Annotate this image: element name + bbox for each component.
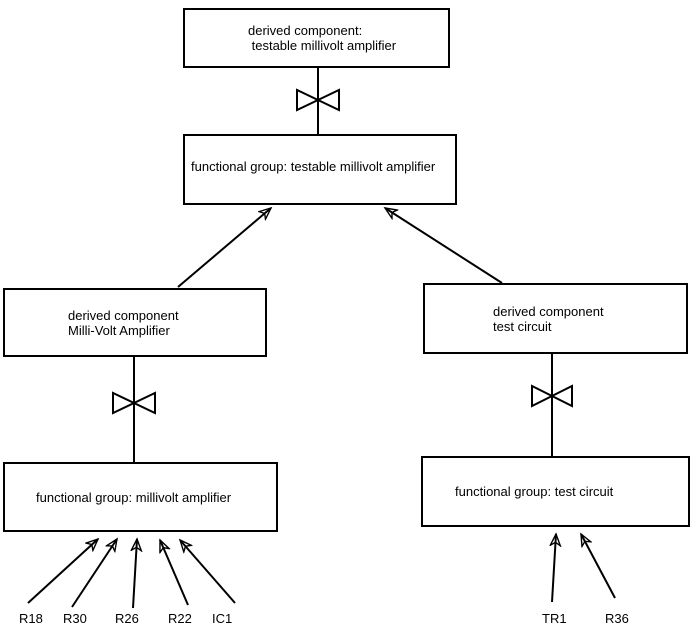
label-r26: R26 <box>115 611 139 626</box>
box-derived-testable-line1: derived component: <box>248 23 363 38</box>
box-derived-millivolt-line2: Milli-Volt Amplifier <box>68 322 170 338</box>
label-tr1: TR1 <box>542 611 567 626</box>
box-derived-test-line2: test circuit <box>493 318 552 334</box>
box-derived-millivolt-line1: derived component <box>68 307 179 323</box>
arrow-r18 <box>27 539 98 604</box>
box-functional-group-test: functional group: test circuit <box>421 456 690 527</box>
box-derived-testable-line2: testable millivolt amplifier <box>248 38 397 53</box>
arrow-r22 <box>159 540 189 606</box>
arrow-millivolt-to-testable <box>177 208 271 288</box>
label-ic1: IC1 <box>212 611 233 626</box>
label-r22: R22 <box>168 611 192 626</box>
bowtie-icon-top <box>296 88 340 112</box>
box-derived-millivolt-amplifier: derived component Milli-Volt Amplifier <box>3 288 267 357</box>
box-derived-test-circuit: derived component test circuit <box>423 283 688 354</box>
arrow-ic1 <box>180 540 236 604</box>
box-fg-test-line1: functional group: test circuit <box>455 484 614 499</box>
box-derived-testable-amplifier: derived component: testable millivolt am… <box>183 8 450 68</box>
box-functional-group-millivolt: functional group: millivolt amplifier <box>3 462 278 532</box>
box-functional-group-testable: functional group: testable millivolt amp… <box>183 134 457 205</box>
bowtie-icon-right <box>531 384 573 408</box>
arrow-r26 <box>133 539 137 609</box>
label-r36: R36 <box>605 611 629 626</box>
arrow-tr1 <box>552 534 556 603</box>
arrow-r36 <box>580 534 616 599</box>
bowtie-icon-left <box>112 391 156 415</box>
box-fg-testable-line1: functional group: testable millivolt amp… <box>191 158 436 174</box>
box-derived-test-line1: derived component <box>493 303 604 319</box>
label-r30: R30 <box>63 611 87 626</box>
label-r18: R18 <box>19 611 43 626</box>
arrow-r30 <box>71 539 117 608</box>
arrow-testcircuit-to-testable <box>385 208 503 284</box>
box-fg-millivolt-line1: functional group: millivolt amplifier <box>36 489 232 505</box>
